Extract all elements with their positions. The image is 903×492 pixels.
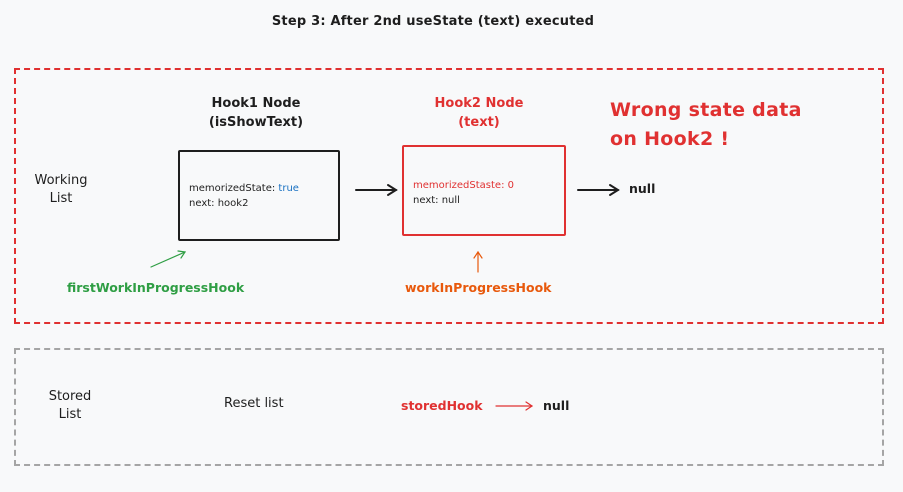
hook1-next: next: hook2 bbox=[189, 198, 249, 209]
stored-list-frame bbox=[14, 348, 884, 466]
hook2-title-line2: (text) bbox=[458, 115, 500, 130]
stored-list-label: Stored List bbox=[30, 388, 110, 424]
first-wip-hook-label: firstWorkInProgressHook bbox=[67, 280, 245, 295]
arrow-hook2-to-null bbox=[577, 184, 620, 196]
diagram-title: Step 3: After 2nd useState (text) execut… bbox=[271, 14, 595, 29]
stored-hook-label: storedHook bbox=[401, 398, 483, 413]
hook1-node: memorizedState: true next: hook2 bbox=[178, 150, 340, 241]
hook2-state: memorizedStaste: 0 bbox=[413, 180, 514, 191]
hook2-next: next: null bbox=[413, 195, 460, 206]
arrow-hook1-to-hook2 bbox=[355, 184, 398, 196]
hook1-title: Hook1 Node (isShowText) bbox=[176, 94, 336, 132]
reset-list-text: Reset list bbox=[224, 396, 284, 411]
working-null-label: null bbox=[629, 181, 656, 196]
stored-null-label: null bbox=[543, 398, 570, 413]
hook1-state-line: memorizedState: true bbox=[189, 181, 299, 196]
hook2-node: memorizedStaste: 0 next: null bbox=[402, 145, 566, 236]
stored-label-line1: Stored bbox=[48, 389, 92, 404]
working-label-line1: Working bbox=[34, 173, 88, 188]
stored-label-line2: List bbox=[58, 407, 82, 422]
wip-hook-label: workInProgressHook bbox=[405, 280, 552, 295]
hook1-title-line1: Hook1 Node bbox=[211, 96, 301, 111]
working-list-label: Working List bbox=[21, 172, 101, 208]
hook1-title-line2: (isShowText) bbox=[208, 115, 304, 130]
warning-line1: Wrong state data bbox=[610, 99, 802, 121]
warning-line2: on Hook2 ! bbox=[610, 128, 730, 150]
arrow-first-wip-hook bbox=[150, 250, 187, 268]
working-label-line2: List bbox=[49, 191, 73, 206]
arrow-stored-hook-to-null bbox=[495, 401, 534, 411]
working-list-frame bbox=[14, 68, 884, 324]
arrow-wip-hook bbox=[473, 250, 483, 273]
warning-text: Wrong state data on Hook2 ! bbox=[610, 96, 802, 154]
hook2-title: Hook2 Node (text) bbox=[399, 94, 559, 132]
hook1-state-key: memorizedState: bbox=[189, 183, 276, 194]
hook1-state-value: true bbox=[278, 183, 299, 194]
hook2-title-line1: Hook2 Node bbox=[434, 96, 524, 111]
